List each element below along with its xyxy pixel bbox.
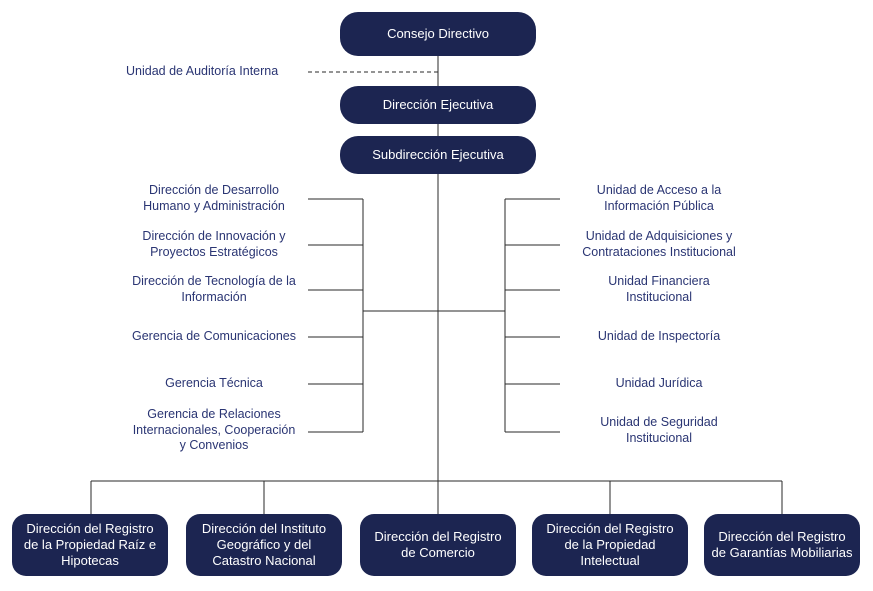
bottom-unit-label: Dirección del Registro de la Propiedad I… (546, 521, 674, 568)
direccion-ejecutiva-label: Dirección Ejecutiva (382, 97, 494, 112)
auditoria-interna-label: Unidad de Auditoría Interna (126, 64, 279, 78)
left-unit-label: Gerencia de Relaciones Internacionales, … (132, 407, 296, 452)
left-unit-label: Gerencia de Comunicaciones (132, 329, 296, 343)
left-unit-label: Dirección de Tecnología de la Informació… (132, 274, 296, 304)
right-unit-label: Unidad Jurídica (615, 376, 703, 390)
right-unit-label: Unidad de Inspectoría (597, 329, 721, 343)
bottom-unit-box: Dirección del Registro de la Propiedad I… (532, 514, 688, 576)
bottom-unit-box: Dirección del Instituto Geográfico y del… (186, 514, 342, 576)
right-unit-label: Unidad de Seguridad Institucional (600, 415, 718, 445)
bottom-unit-box: Dirección del Registro de Garantías Mobi… (704, 514, 860, 576)
right-unit-label: Unidad Financiera Institucional (608, 274, 710, 304)
left-unit-label: Dirección de Desarrollo Humano y Adminis… (143, 183, 285, 213)
consejo-directivo-label: Consejo Directivo (387, 26, 489, 41)
bottom-unit-label: Dirección del Instituto Geográfico y del… (201, 521, 327, 568)
left-unit-label: Gerencia Técnica (165, 376, 263, 390)
consejo-directivo-box: Consejo Directivo (340, 12, 536, 56)
right-unit-label: Unidad de Acceso a la Información Públic… (596, 183, 722, 213)
direccion-ejecutiva-box: Dirección Ejecutiva (340, 86, 536, 124)
subdireccion-ejecutiva-box: Subdirección Ejecutiva (340, 136, 536, 174)
subdireccion-ejecutiva-label: Subdirección Ejecutiva (372, 147, 504, 162)
left-unit-label: Dirección de Innovación y Proyectos Estr… (142, 229, 286, 259)
bottom-unit-label: Dirección del Registro de la Propiedad R… (23, 521, 157, 568)
bottom-unit-label: Dirección del Registro de Garantías Mobi… (711, 529, 853, 560)
bottom-unit-label: Dirección del Registro de Comercio (374, 529, 502, 560)
bottom-unit-box: Dirección del Registro de Comercio (360, 514, 516, 576)
bottom-unit-box: Dirección del Registro de la Propiedad R… (12, 514, 168, 576)
right-unit-label: Unidad de Adquisiciones y Contrataciones… (582, 229, 736, 259)
